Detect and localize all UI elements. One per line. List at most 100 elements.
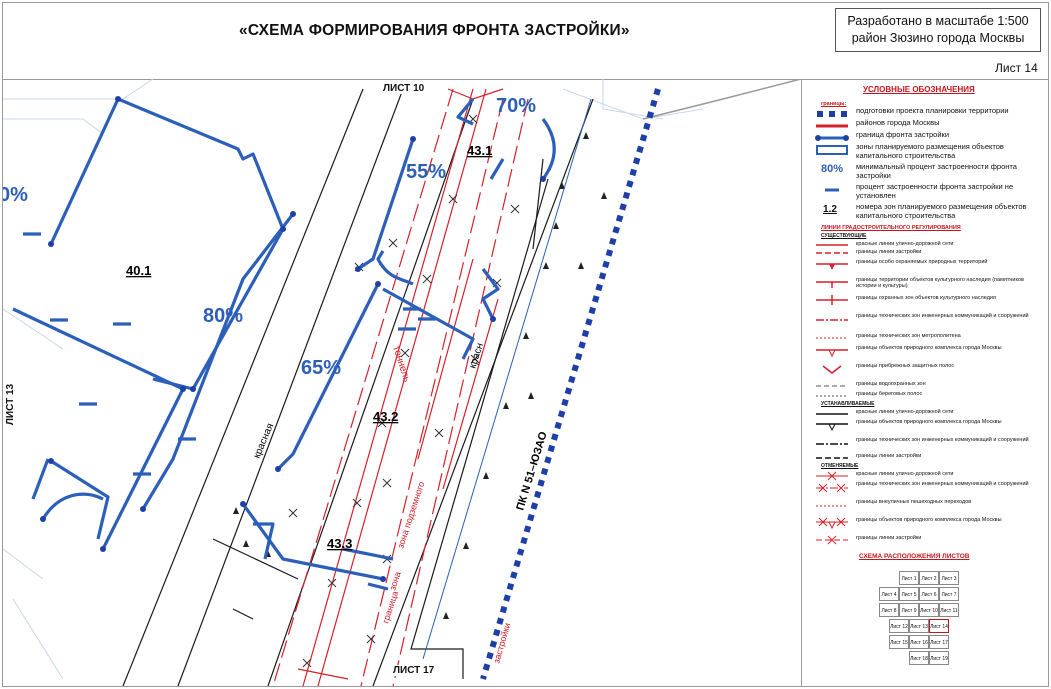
- bg-line: [3, 79, 154, 100]
- bg-line: [3, 308, 64, 350]
- front-node: [490, 316, 496, 322]
- key-map-cell-current[interactable]: Лист 14: [929, 619, 949, 633]
- cross-mark: [366, 634, 376, 644]
- key-map-cell[interactable]: Лист 3: [939, 571, 959, 585]
- front-node: [115, 96, 121, 102]
- key-map-cell[interactable]: Лист 18: [909, 651, 929, 665]
- building-line: [410, 178, 549, 679]
- cross-mark: [288, 508, 298, 518]
- street-edge-line: [372, 98, 594, 686]
- front-lines: [12, 97, 556, 591]
- sheet-number: Лист 14: [995, 61, 1038, 75]
- legend-item: граница фронта застройки: [803, 130, 1047, 145]
- red-line-icon: [816, 124, 848, 128]
- key-map-cell[interactable]: Лист 1: [899, 571, 919, 585]
- key-map-cell[interactable]: Лист 13: [909, 619, 929, 633]
- legend-item-label: номера зон планируемого размещения объек…: [856, 202, 1027, 220]
- legend-item-label: границы прибрежных защитных полос: [856, 363, 955, 369]
- key-map-cell[interactable]: Лист 4: [879, 587, 899, 601]
- legend-item-label: границы объектов природного комплекса го…: [856, 345, 1002, 351]
- triangle-mark: [583, 132, 589, 139]
- street-label: зона: [387, 570, 402, 591]
- front-line: [241, 503, 384, 581]
- triangle-mark: [601, 192, 607, 199]
- sheet-ref-top[interactable]: ЛИСТ 10: [380, 83, 428, 94]
- red-dash-line: [272, 88, 454, 686]
- red-dash-icon: [816, 252, 848, 254]
- percent-label: 55%: [406, 161, 446, 183]
- legend-item-label: границы технических зон инженерных комму…: [856, 313, 1029, 319]
- legend-item-label: красные линии улично-дорожной сети: [856, 241, 954, 247]
- front-line: [489, 158, 505, 180]
- cross-mark: [388, 238, 398, 248]
- key-map-cell[interactable]: Лист 10: [919, 603, 939, 617]
- legend-item: районов города Москвы: [803, 118, 1047, 133]
- legend-item-label: красные линии улично-дорожной сети: [856, 409, 954, 415]
- key-map-cell[interactable]: Лист 15: [889, 635, 909, 649]
- legend-established-head: УСТАНАВЛИВАЕМЫЕ: [821, 401, 875, 407]
- red-line: [447, 88, 504, 100]
- legend-item: границы линии застройки: [803, 535, 1047, 545]
- black-line-icon: [816, 413, 848, 415]
- triangle-mark: [578, 262, 584, 269]
- cross-mark: [382, 478, 392, 488]
- key-map-cell[interactable]: Лист 2: [919, 571, 939, 585]
- percent-label: 80%: [203, 305, 243, 327]
- key-map-cell[interactable]: Лист 19: [929, 651, 949, 665]
- legend-item: границы технических зон инженерных комму…: [803, 313, 1047, 327]
- street-label: красная: [252, 422, 277, 460]
- legend-item: границы охранных зон объектов культурног…: [803, 295, 1047, 309]
- cross-mark: [434, 428, 444, 438]
- legend-item-label: границы внеуличных пешеходных переходов: [856, 499, 972, 505]
- map-drawing: 40.1 43.1 43.2 43.3 55% 70% 80% 65% 0% к…: [3, 79, 801, 686]
- front-line: [342, 547, 394, 561]
- legend-title: УСЛОВНЫЕ ОБОЗНАЧЕНИЯ: [863, 85, 975, 94]
- key-map-cell[interactable]: Лист 7: [939, 587, 959, 601]
- blue-squares-icon: [817, 111, 847, 117]
- triangle-mark: [528, 392, 534, 399]
- triangle-mark: [443, 612, 449, 619]
- front-line: [41, 492, 104, 520]
- cross-mark: [510, 204, 520, 214]
- legend-item-label: границы территории объектов культурного …: [856, 277, 1024, 289]
- front-line: [541, 118, 556, 180]
- percent-label: 70%: [496, 95, 536, 117]
- zone-label-43-3: 43.3: [327, 536, 352, 551]
- legend-item-label: зоны планируемого размещения объектов ка…: [856, 142, 1004, 160]
- sheet-ref-left[interactable]: ЛИСТ 13: [5, 380, 17, 429]
- legend-item: границы прибрежных защитных полос: [803, 363, 1047, 377]
- legend-item-label: границы технических зон инженерных комму…: [856, 481, 1029, 487]
- front-line: [31, 458, 50, 500]
- black-triangle-line-icon: [816, 423, 848, 432]
- key-map-cell[interactable]: Лист 8: [879, 603, 899, 617]
- legend-item-label: границы объектов природного комплекса го…: [856, 517, 1002, 523]
- sheet-ref-bottom[interactable]: ЛИСТ 17: [390, 665, 438, 676]
- legend-item: красные линии улично-дорожной сети: [803, 471, 1047, 481]
- legend-item: границы водоохранных зон: [803, 381, 1047, 391]
- legend-item-label: минимальный процент застроенности фронта…: [856, 162, 1017, 180]
- percent-label: 65%: [301, 357, 341, 379]
- front-node: [410, 136, 416, 142]
- key-map-cell[interactable]: Лист 5: [899, 587, 919, 601]
- legend-boundaries-head: границы:: [821, 101, 847, 107]
- legend-item-label: границы линии застройки: [856, 535, 922, 541]
- key-map-cell[interactable]: Лист 16: [909, 635, 929, 649]
- cross-mark: [377, 418, 387, 428]
- front-node: [375, 281, 381, 287]
- key-map-cell[interactable]: Лист 11: [939, 603, 959, 617]
- front-node: [380, 576, 386, 582]
- front-node: [140, 506, 146, 512]
- legend-item: границы линии застройки: [803, 453, 1047, 463]
- key-map-cell[interactable]: Лист 9: [899, 603, 919, 617]
- red-dash-line: [360, 98, 504, 686]
- triangle-mark: [553, 222, 559, 229]
- key-map-cell[interactable]: Лист 12: [889, 619, 909, 633]
- front-line: [117, 97, 285, 230]
- front-node: [280, 226, 286, 232]
- legend-item-label: границы линии застройки: [856, 453, 922, 459]
- key-map-cell[interactable]: Лист 6: [919, 587, 939, 601]
- cross-mark: [327, 578, 337, 588]
- scale-stamp: Разработано в масштабе 1:500 район Зюзин…: [835, 8, 1041, 52]
- key-map-cell[interactable]: Лист 17: [929, 635, 949, 649]
- legend-item: границы объектов природного комплекса го…: [803, 345, 1047, 359]
